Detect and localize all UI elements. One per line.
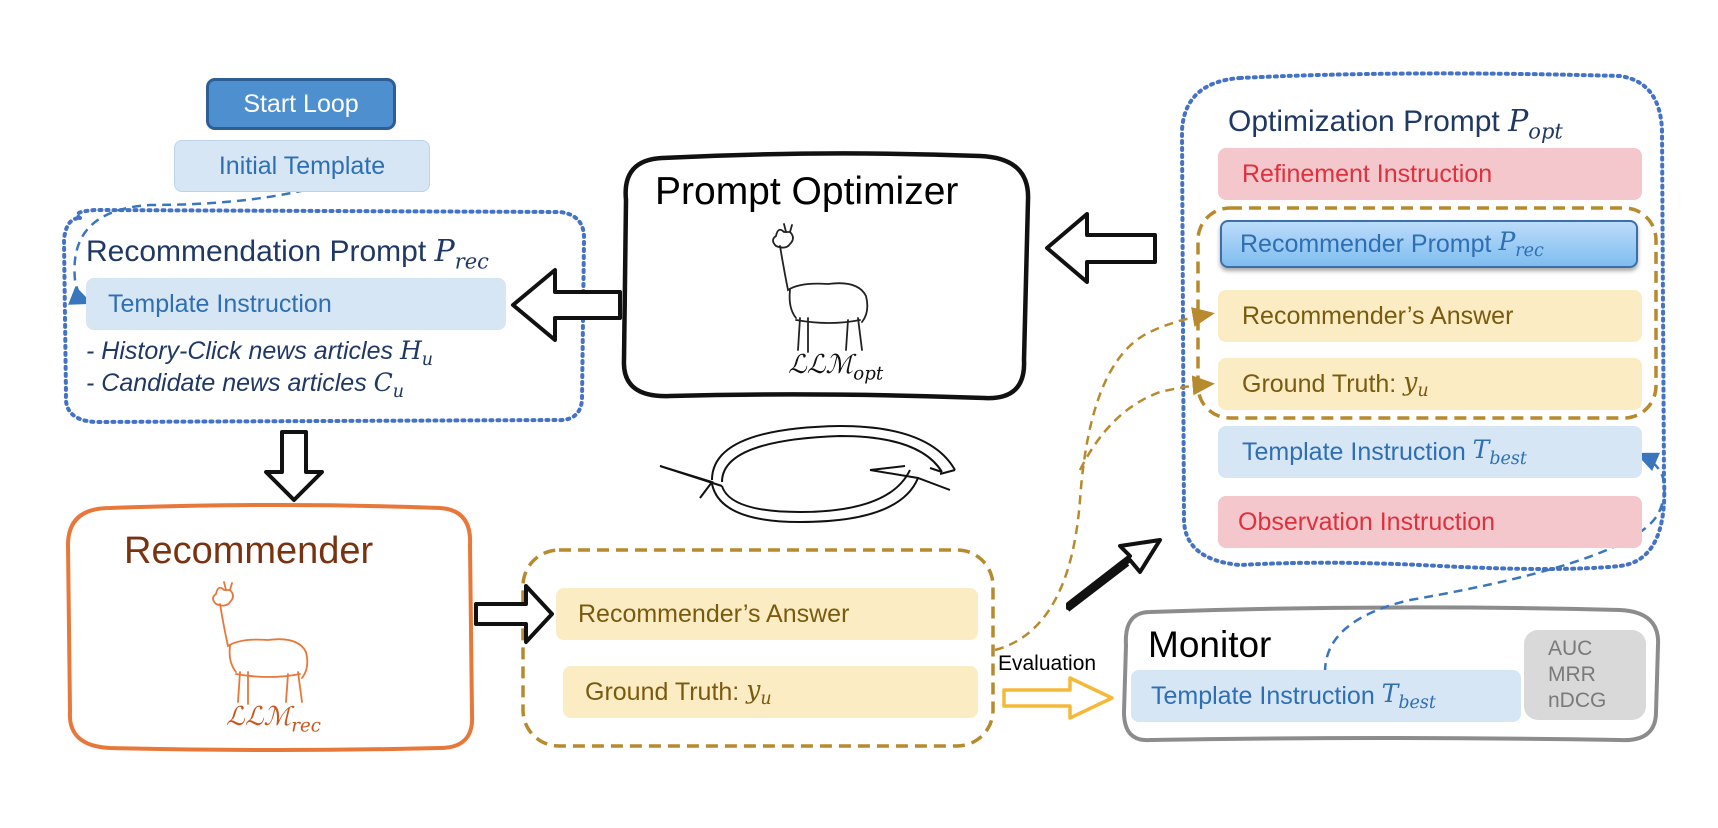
arrow-monitor-to-optimization	[1066, 538, 1162, 610]
opt-answer-label: Recommender’s Answer	[1242, 301, 1514, 330]
observation-instruction-label: Observation Instruction	[1238, 507, 1496, 536]
connector-outputs-to-answer	[994, 307, 1215, 652]
metric-ndcg: nDCG	[1548, 689, 1607, 712]
rec-template-instruction-label: Template Instruction	[108, 289, 332, 318]
arrow-opt-to-optimizer	[1045, 212, 1157, 284]
evaluation-arrow	[1002, 676, 1114, 720]
recommender-prompt-label: Recommender Prompt	[1240, 229, 1492, 258]
metric-mrr: MRR	[1548, 663, 1596, 686]
alpaca-recommender-icon	[212, 581, 309, 705]
monitor-container	[1121, 605, 1661, 743]
output-answer-label: Recommender’s Answer	[578, 599, 850, 628]
recommender-container	[65, 503, 475, 752]
optimization-prompt-container	[1179, 71, 1667, 571]
prompt-optimizer-title: Prompt Optimizer	[655, 170, 959, 213]
opt-template-instruction-label: Template Instruction	[1242, 437, 1466, 466]
metrics-box: AUC MRR nDCG	[1524, 630, 1646, 720]
monitor-template-instruction-box: Template Instruction Tbest	[1131, 670, 1521, 722]
llm-rec-label: ℒℒℳrec	[226, 702, 321, 737]
opt-tbest-symbol: Tbest	[1472, 434, 1527, 470]
opt-template-instruction-box: Template Instruction Tbest	[1218, 426, 1642, 478]
output-answer-box: Recommender’s Answer	[556, 588, 978, 640]
opt-ground-truth-box: Ground Truth: yu	[1218, 358, 1642, 410]
recommendation-prompt-container	[61, 207, 587, 425]
opt-ground-truth-label: Ground Truth:	[1242, 369, 1397, 398]
start-loop-button[interactable]: Start Loop	[206, 78, 396, 130]
connector-initial-to-template	[68, 188, 306, 305]
optimization-prompt-title: Optimization Prompt Popt	[1228, 104, 1563, 144]
output-ground-truth-label: Ground Truth:	[585, 677, 740, 706]
llm-opt-label: ℒℒℳopt	[788, 350, 884, 385]
output-group-container	[521, 548, 995, 748]
arrow-prompt-to-recommender	[264, 430, 324, 502]
arrow-recommender-to-outputs	[474, 584, 554, 644]
arrow-optimizer-to-rec-prompt	[511, 268, 622, 342]
opt-gt-symbol: yu	[1403, 366, 1429, 402]
output-gt-symbol: yu	[746, 674, 772, 710]
initial-template-box: Initial Template	[174, 140, 430, 192]
rp-symbol: Prec	[1498, 226, 1544, 262]
start-loop-label: Start Loop	[243, 89, 359, 118]
monitor-template-instruction-label: Template Instruction	[1151, 681, 1375, 710]
optimization-inner-group	[1196, 206, 1658, 420]
candidate-line: - Candidate news articles Cu	[86, 368, 405, 403]
opt-answer-box: Recommender’s Answer	[1218, 290, 1642, 342]
initial-template-label: Initial Template	[218, 151, 386, 180]
observation-instruction-box: Observation Instruction	[1218, 496, 1642, 548]
rec-template-instruction-box: Template Instruction	[86, 278, 506, 330]
evaluation-label: Evaluation	[998, 652, 1097, 675]
loop-cycle-icon	[659, 424, 956, 524]
output-ground-truth-box: Ground Truth: yu	[563, 666, 978, 718]
monitor-title: Monitor	[1148, 624, 1272, 665]
connector-monitor-to-tbest	[1323, 452, 1666, 673]
recommendation-prompt-title: Recommendation Prompt Prec	[86, 234, 489, 274]
connector-outputs-to-ground-truth	[1078, 375, 1215, 471]
recommender-prompt-box: Recommender Prompt Prec	[1220, 220, 1638, 268]
recommender-title: Recommender	[124, 530, 374, 572]
history-click-line: - History-Click news articles Hu	[86, 336, 434, 371]
metric-auc: AUC	[1548, 637, 1593, 660]
monitor-tbest-symbol: Tbest	[1381, 678, 1436, 714]
prompt-optimizer-container	[621, 151, 1031, 401]
refinement-instruction-label: Refinement Instruction	[1242, 159, 1493, 188]
alpaca-optimizer-icon	[772, 223, 869, 353]
refinement-instruction-box: Refinement Instruction	[1218, 148, 1642, 200]
